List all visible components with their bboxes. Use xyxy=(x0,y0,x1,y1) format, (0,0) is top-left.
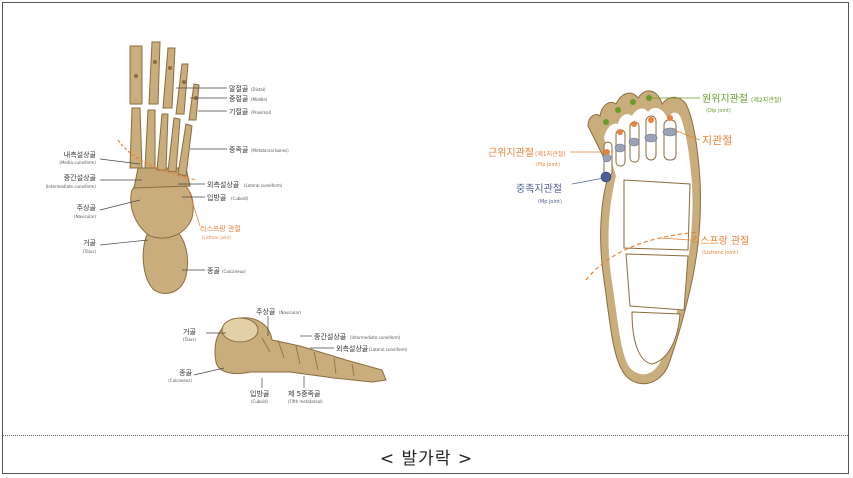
label-middle-en: (Middle) xyxy=(251,97,268,102)
caption-divider xyxy=(3,435,848,436)
label-intermediate-cuneiform-en: (Intermediate cuneiform) xyxy=(46,184,97,189)
side-label-cuboid-en: (Cuboid) xyxy=(251,399,269,404)
side-label-talus-en: (Talus) xyxy=(183,337,197,342)
label-medial-cuneiform: 내측설상골 xyxy=(64,150,97,159)
label-toe-joint: 지관절 xyxy=(702,134,732,147)
label-cuboid-en: (Cuboid) xyxy=(231,196,249,201)
side-label-lateral-cuneiform-en: (Lateral cuneiform) xyxy=(369,347,408,352)
side-label-lateral-cuneiform: 외측설상골 xyxy=(336,344,369,353)
side-label-navicular: 주상골 xyxy=(256,307,276,316)
figure-caption: < 발가락 > xyxy=(0,444,853,469)
label-pip-en: (Pip joint) xyxy=(536,162,560,168)
side-label-calcaneus-en: (Calcaneus) xyxy=(168,378,192,383)
label-pip-joint: 근위지관절 xyxy=(488,146,534,159)
label-navicular-en: (Navicular) xyxy=(74,214,96,219)
right-foot-outline-diagram xyxy=(586,91,701,384)
side-label-cuboid: 입방골 xyxy=(250,389,270,398)
label-middle: 중절골 xyxy=(229,95,249,103)
label-calcaneus-en: (Calcaneus) xyxy=(222,269,246,274)
label-metatarsal-en: (Metatarsal bones) xyxy=(251,148,289,153)
label-intermediate-cuneiform: 중간설상골 xyxy=(64,173,97,182)
side-label-fifth-metatarsal-en: (Fifth metatarsal) xyxy=(288,399,323,404)
side-label-intermediate-cuneiform: 중간설상골 xyxy=(314,332,347,341)
label-distal: 말절골 xyxy=(229,85,249,93)
label-mtp-joint: 중족지관절 xyxy=(516,182,562,195)
label-lisfranc-joint: 리스프랑 관절 xyxy=(691,234,749,247)
label-proximal: 기절골 xyxy=(229,107,249,116)
label-mtp-en: (Mp joint) xyxy=(538,199,562,205)
label-proximal-en: (Proximal) xyxy=(251,110,272,115)
label-calcaneus: 종골 xyxy=(207,267,220,275)
side-label-talus: 거골 xyxy=(183,327,196,336)
label-lisfranc: 리스프랑 관절 xyxy=(200,224,241,233)
label-cuboid: 입방골 xyxy=(207,193,227,202)
label-lateral-cuneiform-en: (Lateral cuneiform) xyxy=(244,183,283,188)
label-navicular: 주상골 xyxy=(77,203,97,212)
label-talus: 거골 xyxy=(83,238,96,247)
label-dip-note: (제2지관절) xyxy=(751,96,782,104)
label-lisfranc-en: (Lisfranc joint) xyxy=(202,235,231,240)
side-label-navicular-en: (Navicular) xyxy=(279,310,301,315)
side-label-intermediate-cuneiform-en: (Intermediate cuneiform) xyxy=(350,335,401,340)
label-distal-en: (Distal) xyxy=(251,87,266,92)
label-dip-en: (Dip joint) xyxy=(706,108,731,114)
label-medial-cuneiform-en: (Media cuneiform) xyxy=(59,160,96,165)
label-dip-joint: 원위지관절 xyxy=(702,92,748,105)
label-metatarsal: 중족골 xyxy=(229,146,249,154)
side-label-fifth-metatarsal: 제 5중족골 xyxy=(288,390,321,398)
label-lateral-cuneiform: 외측설상골 xyxy=(207,180,240,189)
label-talus-en: (Talus) xyxy=(83,249,97,254)
label-lisfranc-en: (Lisfranc joint) xyxy=(702,250,738,256)
label-pip-note: (제1지관절) xyxy=(535,150,566,158)
top-view-foot-skeleton xyxy=(118,42,199,294)
side-label-calcaneus: 종골 xyxy=(179,369,192,377)
